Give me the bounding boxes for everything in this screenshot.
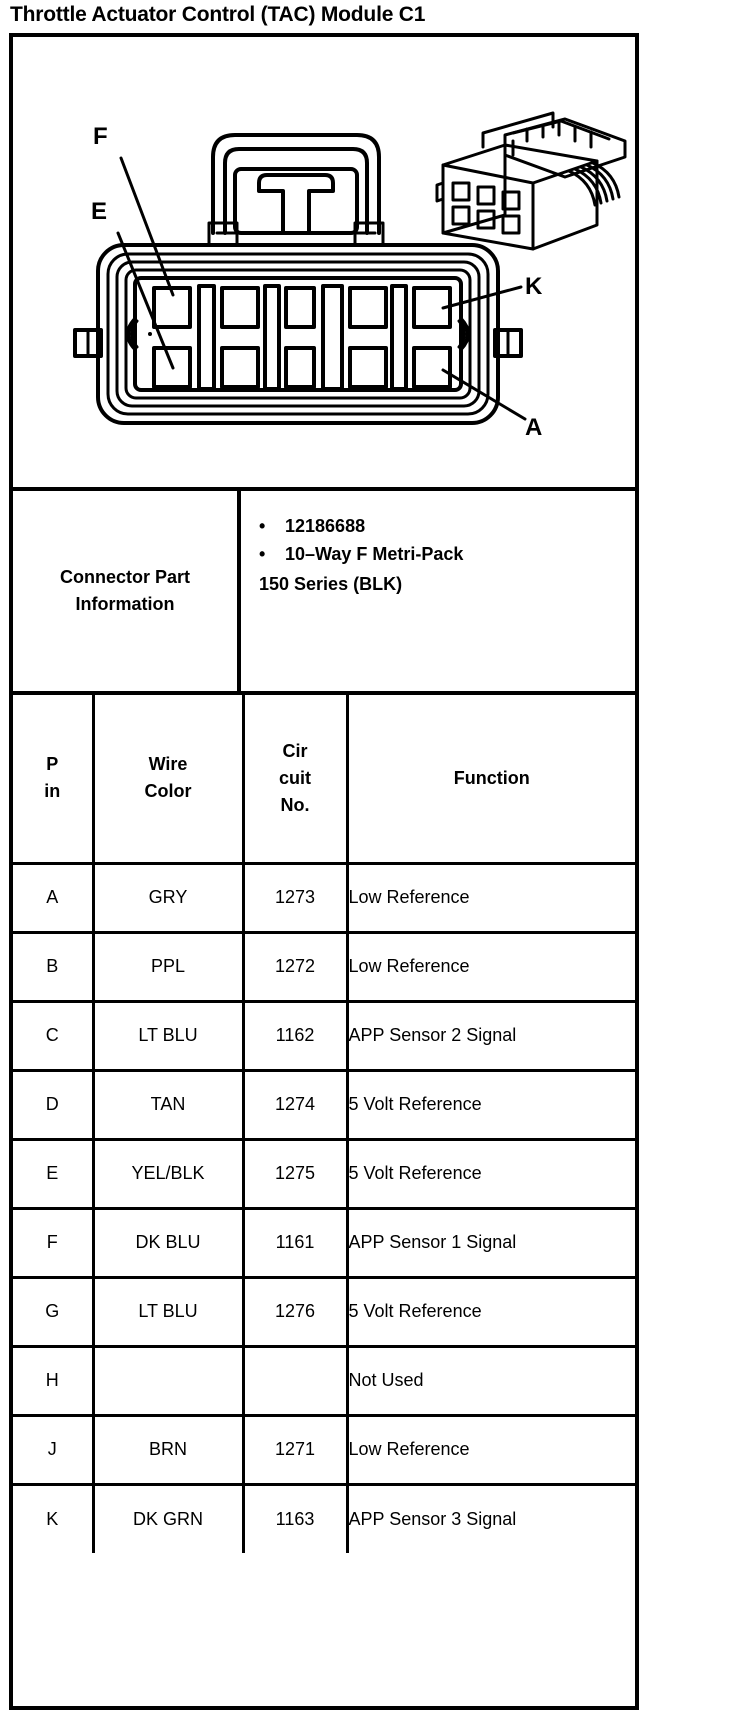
cell-function: Low Reference	[347, 932, 635, 1003]
cell-wire-color: DK BLU	[93, 1208, 245, 1279]
page-title: Throttle Actuator Control (TAC) Module C…	[10, 3, 426, 26]
cell-wire-color: LT BLU	[93, 1277, 245, 1348]
column-header-circuit-no: Cir cuit No.	[243, 695, 349, 865]
column-header-circuit-no-line3: No.	[280, 794, 310, 815]
content-frame: F E K A Connector Part Information • 121…	[9, 33, 639, 1710]
cell-function: Low Reference	[347, 1415, 635, 1486]
connector-illustration: F E K A	[13, 37, 635, 491]
cell-circuit-no: 1162	[243, 1001, 349, 1072]
column-header-pin-line1: P	[46, 754, 59, 775]
cell-pin: K	[13, 1484, 95, 1553]
column-header-circuit-no-line2: cuit	[278, 767, 311, 788]
cell-function: 5 Volt Reference	[347, 1277, 635, 1348]
part-number-value: 12186688	[285, 516, 366, 536]
bullet-icon: •	[259, 543, 266, 564]
cell-circuit-no: 1271	[243, 1415, 349, 1486]
cell-wire-color: YEL/BLK	[93, 1139, 245, 1210]
cell-function: 5 Volt Reference	[347, 1070, 635, 1141]
cell-circuit-no	[243, 1346, 349, 1417]
cell-pin: J	[13, 1415, 95, 1486]
cell-function: APP Sensor 1 Signal	[347, 1208, 635, 1279]
part-bullet-item: • 12186688	[259, 513, 625, 541]
cell-pin: B	[13, 932, 95, 1003]
cell-pin: E	[13, 1139, 95, 1210]
column-header-circuit-no-line1: Cir	[282, 740, 308, 761]
column-header-wire-color-line1: Wire	[148, 754, 188, 775]
cell-wire-color: BRN	[93, 1415, 245, 1486]
cell-circuit-no: 1276	[243, 1277, 349, 1348]
cell-function: 5 Volt Reference	[347, 1139, 635, 1210]
part-description-value: 10–Way F Metri-Pack	[285, 543, 464, 564]
column-header-pin: P in	[13, 695, 95, 865]
cell-circuit-no: 1161	[243, 1208, 349, 1279]
cell-wire-color	[93, 1346, 245, 1417]
cell-wire-color: GRY	[93, 863, 245, 934]
cell-circuit-no: 1275	[243, 1139, 349, 1210]
cell-circuit-no: 1274	[243, 1070, 349, 1141]
cell-pin: F	[13, 1208, 95, 1279]
cell-pin: G	[13, 1277, 95, 1348]
connector-part-information-section: Connector Part Information • 12186688 • …	[13, 491, 635, 695]
connector-part-information-body: • 12186688 • 10–Way F Metri-Pack 150 Ser…	[241, 491, 635, 691]
cell-pin: D	[13, 1070, 95, 1141]
column-header-function: Function	[347, 695, 635, 865]
cell-wire-color: PPL	[93, 932, 245, 1003]
cell-wire-color: TAN	[93, 1070, 245, 1141]
cell-function: APP Sensor 2 Signal	[347, 1001, 635, 1072]
part-bullet-item: • 10–Way F Metri-Pack	[259, 541, 625, 569]
cell-circuit-no: 1272	[243, 932, 349, 1003]
connector-part-information-label: Connector Part Information	[13, 491, 241, 691]
connector-drawing-svg	[73, 111, 627, 425]
table-row: H Not Used	[13, 1346, 635, 1417]
cell-wire-color: LT BLU	[93, 1001, 245, 1072]
callout-label-f: F	[93, 123, 108, 150]
cell-pin: H	[13, 1346, 95, 1417]
cell-pin: C	[13, 1001, 95, 1072]
column-header-pin-line2: in	[44, 781, 61, 802]
column-header-wire-color: Wire Color	[93, 695, 245, 865]
cell-function: Not Used	[347, 1346, 635, 1417]
cell-circuit-no: 1163	[243, 1484, 349, 1553]
callout-label-a: A	[525, 414, 543, 441]
callout-label-k: K	[525, 273, 543, 300]
bullet-icon: •	[259, 516, 266, 536]
cell-pin: A	[13, 863, 95, 934]
cell-wire-color: DK GRN	[93, 1484, 245, 1553]
cell-function: Low Reference	[347, 863, 635, 934]
cell-function: APP Sensor 3 Signal	[348, 1508, 517, 1529]
column-header-wire-color-line2: Color	[144, 781, 192, 802]
part-series-value: 150 Series (BLK)	[259, 573, 403, 594]
callout-label-e: E	[91, 198, 108, 225]
cell-circuit-no: 1273	[243, 863, 349, 934]
table-header-row: P in Wire Color Cir cuit No. Function	[13, 695, 635, 865]
